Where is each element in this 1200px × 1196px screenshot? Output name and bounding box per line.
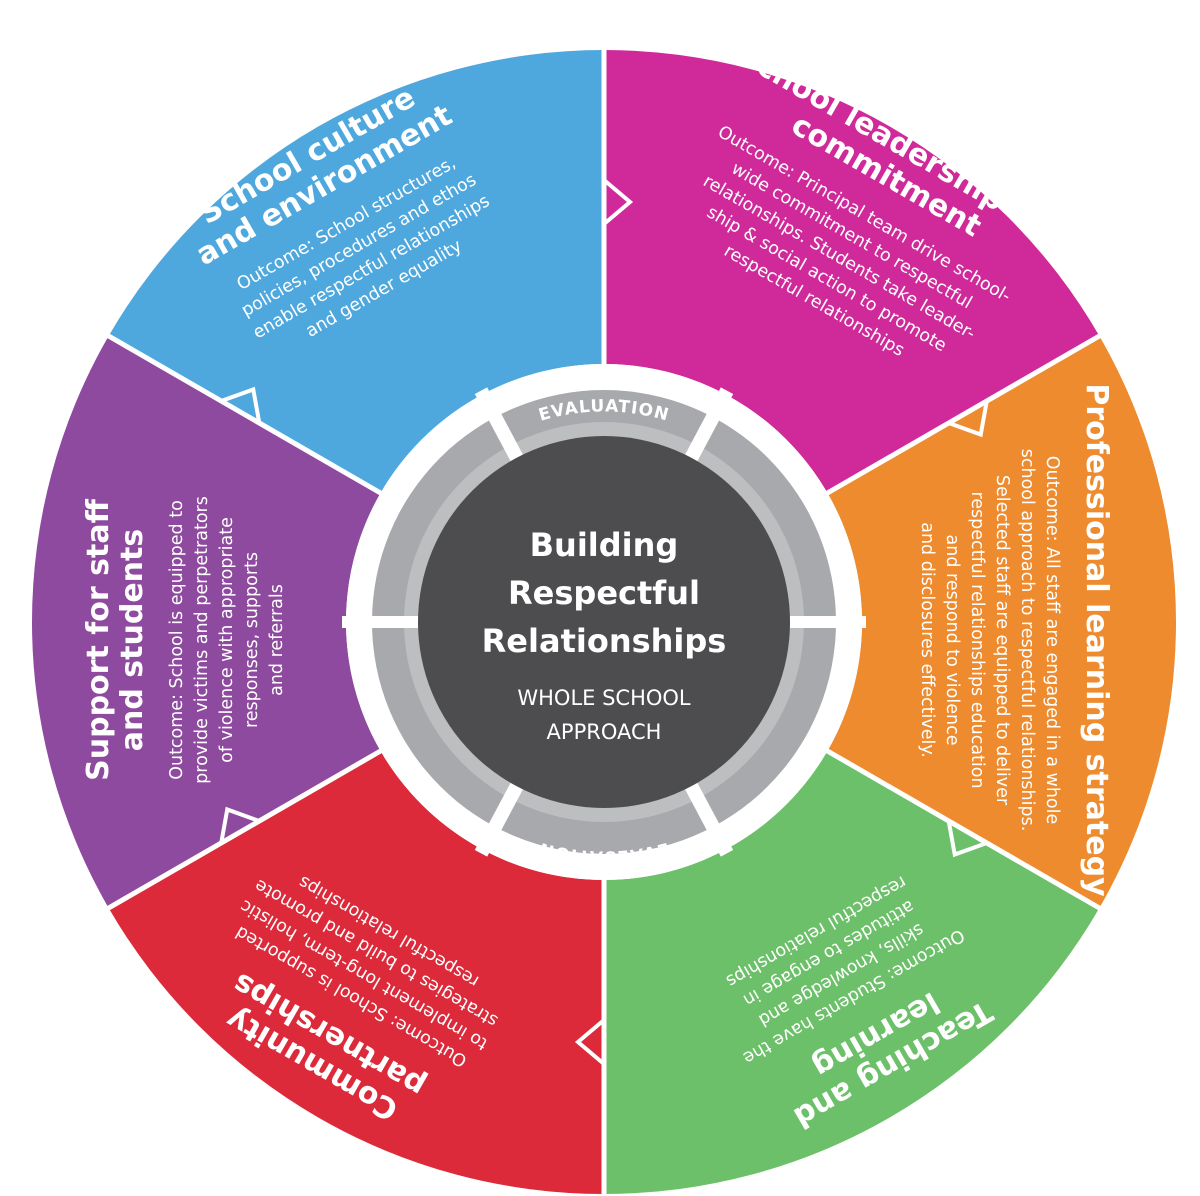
- chevron-notch: [574, 1018, 606, 1066]
- segment-teaching-learning: [604, 751, 1100, 1194]
- segment-professional-learning: [827, 336, 1176, 908]
- chevron-notch: [948, 400, 989, 438]
- segment-title: Professional learning strategy: [1079, 383, 1114, 897]
- ring-cut: [474, 782, 523, 857]
- chevron-notch: [602, 178, 634, 226]
- ring-cut: [790, 616, 866, 628]
- segment-outcome-line: of violence with appropriate: [217, 517, 237, 763]
- chevron-notch: [220, 386, 262, 424]
- center-subtitle-line-2: APPROACH: [547, 720, 662, 744]
- center-hub: Building Respectful Relationships WHOLE …: [418, 436, 790, 808]
- chevron-notch: [946, 820, 988, 858]
- segment-title: Support for staff: [81, 498, 116, 780]
- segment-divider: [824, 331, 1105, 497]
- segment-divider: [103, 747, 384, 913]
- ring-cuts: [342, 387, 866, 857]
- segment-divider: [824, 747, 1105, 913]
- segment-outcome-line: and referrals: [267, 584, 287, 696]
- segment-outcome-line: Outcome: School is equipped to: [167, 500, 187, 780]
- ring-cut: [342, 616, 418, 628]
- segment-text-professional-learning: Professional learning strategy Outcome: A…: [917, 383, 1114, 897]
- ring-cut: [685, 782, 734, 857]
- center-title-line-2: Respectful: [508, 574, 700, 612]
- segment-support-staff-students: [32, 336, 381, 908]
- segment-dividers: [103, 46, 1105, 1196]
- segment-outcome-line: provide victims and perpetrators: [192, 496, 212, 784]
- ring-cut: [685, 387, 734, 462]
- segment-school-leadership: [604, 50, 1100, 493]
- segment-outcome-line: Selected staff are equipped to deliver: [992, 475, 1012, 806]
- segment-outcome-line: and disclosures effectively.: [917, 522, 937, 758]
- segment-outcome-line: school approach to respectful relationsh…: [1017, 449, 1037, 832]
- center-disc: [418, 436, 790, 808]
- segment-title: and students: [115, 529, 150, 751]
- segment-community-partnerships: [108, 751, 604, 1194]
- center-subtitle-line-1: WHOLE SCHOOL: [517, 686, 691, 710]
- segment-outcome-line: and respond to violence: [942, 535, 962, 746]
- outer-segments: [32, 50, 1176, 1194]
- segment-school-culture: [108, 50, 604, 493]
- segment-outcome-line: Outcome: All staff are engaged in a whol…: [1042, 456, 1062, 825]
- segment-divider: [103, 331, 384, 497]
- chevron-notch: [219, 806, 260, 844]
- ring-cut: [474, 387, 523, 462]
- center-title-line-1: Building: [530, 526, 679, 564]
- segment-outcome-line: respectful relationships education: [967, 491, 987, 788]
- center-title-line-3: Relationships: [482, 622, 727, 660]
- segment-outcome-line: responses, supports: [242, 552, 262, 728]
